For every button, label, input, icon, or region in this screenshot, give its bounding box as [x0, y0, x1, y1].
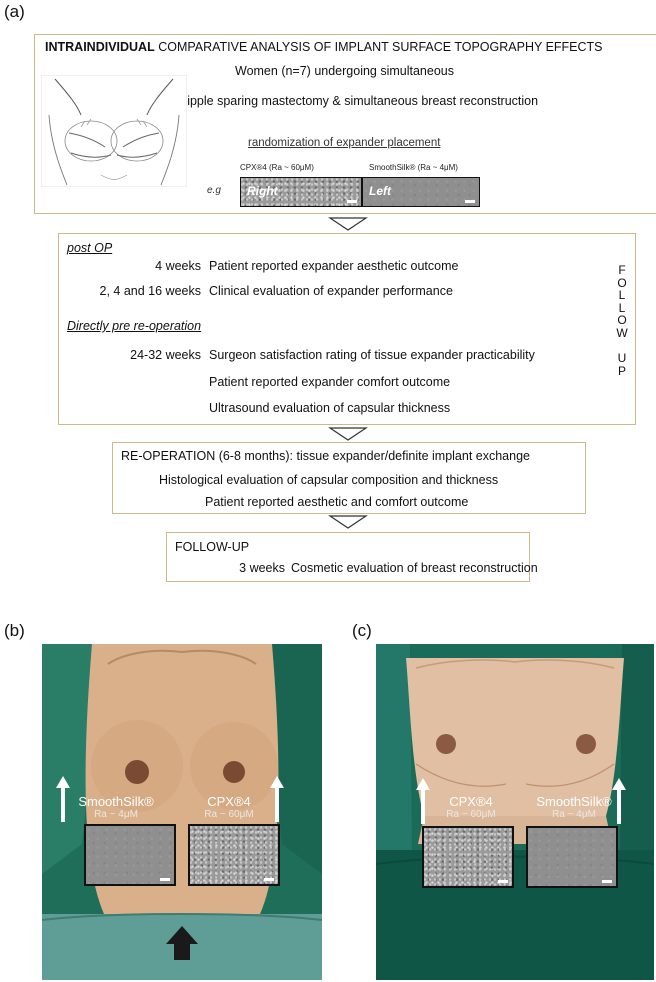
cpx-caption: CPX®4 (Ra ~ 60μM) — [240, 163, 314, 172]
follow-up-vertical-label: F O L L O W U P — [615, 264, 629, 377]
reoperation-title: RE-OPERATION (6-8 months): tissue expand… — [121, 449, 530, 463]
flow-arrow-3 — [328, 515, 368, 529]
side-letter: L — [615, 289, 629, 302]
scale-bar — [602, 880, 612, 883]
reoperation-histology: Histological evaluation of capsular comp… — [159, 473, 498, 487]
side-letter: U — [615, 352, 629, 365]
scale-bar — [160, 878, 170, 881]
flow-arrow-1 — [328, 217, 368, 231]
desc-ultrasound: Ultrasound evaluation of capsular thickn… — [209, 401, 450, 415]
roughness-value: Ra ~ 4μM — [524, 809, 624, 820]
smooth-micrograph-left: Left — [362, 177, 480, 207]
post-op-label: post OP — [67, 241, 112, 255]
side-letter: W — [615, 327, 629, 340]
panel-label-b: (b) — [4, 621, 25, 641]
time-24-32-weeks: 24-32 weeks — [130, 348, 201, 362]
flow-arrow-2 — [328, 427, 368, 441]
side-letter: F — [615, 264, 629, 277]
implant-name: SmoothSilk® — [66, 794, 166, 809]
panel-label-c: (c) — [352, 621, 372, 641]
roughness-value: Ra ~ 60μM — [184, 809, 274, 820]
panel-label-a: (a) — [4, 2, 25, 22]
final-cosmetic-evaluation: Cosmetic evaluation of breast reconstruc… — [291, 561, 538, 575]
micrograph-smoothsilk-c — [526, 826, 618, 888]
desc-expander-performance: Clinical evaluation of expander performa… — [209, 284, 453, 298]
desc-aesthetic-outcome: Patient reported expander aesthetic outc… — [209, 259, 458, 273]
design-line1: Women (n=7) undergoing simultaneous — [235, 64, 454, 78]
implant-name: CPX®4 — [184, 794, 274, 809]
label-smoothsilk-c: SmoothSilk® Ra ~ 4μM — [524, 794, 624, 820]
study-design-box: INTRAINDIVIDUAL COMPARATIVE ANALYSIS OF … — [34, 34, 656, 214]
label-cpx4-c: CPX®4 Ra ~ 60μM — [426, 794, 516, 820]
reoperation-box: RE-OPERATION (6-8 months): tissue expand… — [112, 442, 586, 514]
label-cpx4-b: CPX®4 Ra ~ 60μM — [184, 794, 274, 820]
design-title: INTRAINDIVIDUAL COMPARATIVE ANALYSIS OF … — [45, 40, 603, 54]
implant-name: CPX®4 — [426, 794, 516, 809]
roughness-value: Ra ~ 60μM — [426, 809, 516, 820]
pre-reop-label: Directly pre re-operation — [67, 319, 201, 333]
scale-bar — [264, 878, 274, 881]
randomization-label: randomization of expander placement — [248, 137, 440, 149]
follow-up-box: post OP 4 weeks Patient reported expande… — [58, 233, 636, 425]
desc-surgeon-satisfaction: Surgeon satisfaction rating of tissue ex… — [209, 348, 535, 362]
scale-bar — [347, 200, 357, 203]
final-follow-up-box: FOLLOW-UP 3 weeks Cosmetic evaluation of… — [166, 532, 530, 582]
photo-b: SmoothSilk® Ra ~ 4μM CPX®4 Ra ~ 60μM — [42, 644, 322, 980]
torso-illustration — [41, 75, 187, 187]
scale-bar — [498, 880, 508, 883]
right-label: Right — [247, 184, 278, 198]
side-letter: P — [615, 365, 629, 378]
desc-comfort-outcome: Patient reported expander comfort outcom… — [209, 375, 450, 389]
micrograph-cpx4-c — [422, 826, 514, 888]
time-2-4-16-weeks: 2, 4 and 16 weeks — [100, 284, 201, 298]
scale-bar — [465, 200, 475, 203]
photo-c: CPX®4 Ra ~ 60μM SmoothSilk® Ra ~ 4μM — [376, 644, 654, 980]
left-label: Left — [369, 184, 391, 198]
label-smoothsilk-b: SmoothSilk® Ra ~ 4μM — [66, 794, 166, 820]
micrograph-cpx4-b — [188, 824, 280, 886]
smooth-caption: SmoothSilk® (Ra ~ 4μM) — [369, 163, 458, 172]
design-line2: bilateral nipple sparing mastectomy & si… — [133, 94, 538, 108]
final-time-3-weeks: 3 weeks — [239, 561, 285, 575]
roughness-value: Ra ~ 4μM — [66, 809, 166, 820]
final-follow-up-title: FOLLOW-UP — [175, 540, 249, 554]
implant-name: SmoothSilk® — [524, 794, 624, 809]
time-4-weeks: 4 weeks — [155, 259, 201, 273]
micrograph-smoothsilk-b — [84, 824, 176, 886]
example-label: e.g — [207, 185, 221, 196]
cpx-micrograph-right: Right — [240, 177, 362, 207]
reoperation-patient-outcome: Patient reported aesthetic and comfort o… — [205, 495, 468, 509]
